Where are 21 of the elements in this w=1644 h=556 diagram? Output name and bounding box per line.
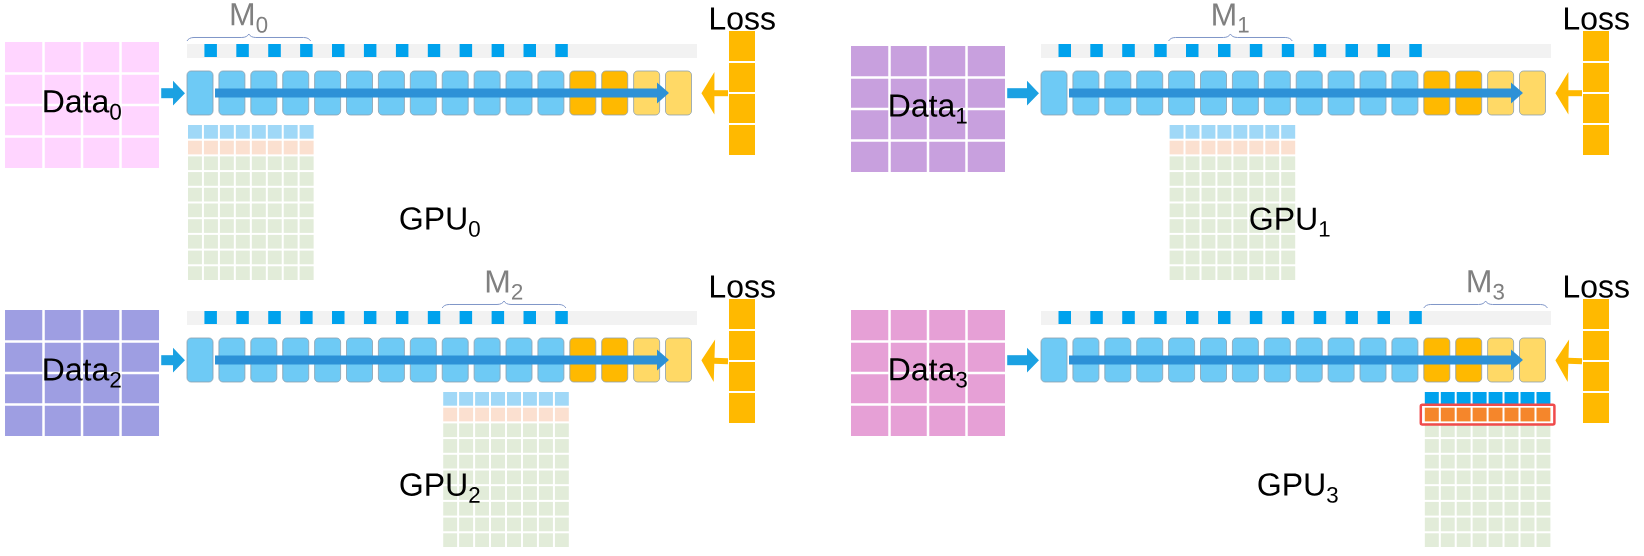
node-label: Loss xyxy=(1565,7,1629,30)
layer-stack-drawing xyxy=(1040,70,1546,116)
segment-label: M$_{0}$ xyxy=(231,3,268,33)
segment-label: M$_{3}$ xyxy=(1468,270,1504,300)
node-label: Loss xyxy=(711,275,775,298)
gpu-label: GPU$_{2}$ xyxy=(400,473,480,503)
loss-column: Loss xyxy=(711,7,775,155)
data-grid: Data$_{1}$ xyxy=(851,46,1005,172)
data-grid: Data$_{3}$ xyxy=(851,310,1005,436)
loss-column: Loss xyxy=(711,275,775,423)
node-label: Loss xyxy=(1565,275,1629,298)
node-label: Loss xyxy=(711,7,775,30)
gpu-label: GPU$_{1}$ xyxy=(1250,207,1330,237)
layer-stack-drawing xyxy=(186,337,692,383)
layer-stack-drawing xyxy=(186,70,692,116)
loss-column: Loss xyxy=(1565,275,1629,423)
data-grid: Data$_{0}$ xyxy=(5,42,159,168)
gpu-label: GPU$_{0}$ xyxy=(400,207,480,237)
loss-column: Loss xyxy=(1565,7,1629,155)
layer-stack-drawing xyxy=(1040,337,1546,383)
data-grid: Data$_{2}$ xyxy=(5,310,159,436)
